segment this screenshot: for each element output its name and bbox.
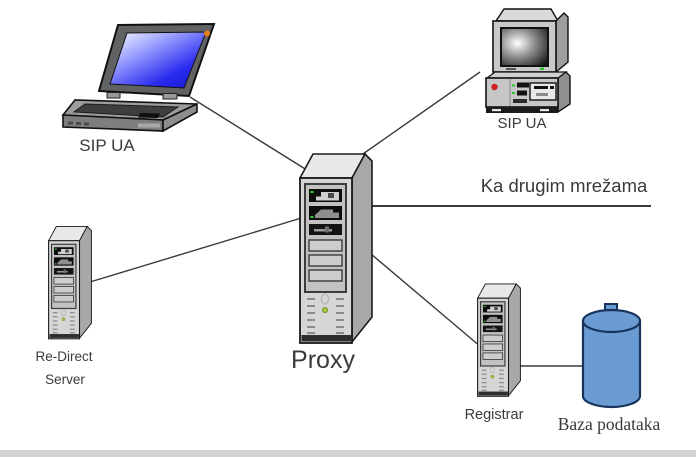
edge-laptop-proxy [189, 96, 311, 173]
laptop-label: SIP UA [79, 136, 135, 155]
monitor-led [540, 67, 544, 70]
desktop-screen [500, 27, 549, 67]
laptop-power-dot [204, 30, 210, 37]
registrar-server-icon [477, 283, 521, 397]
laptop-screen [109, 31, 207, 89]
bottom-edge-strip [0, 450, 696, 457]
redirect-label-line1: Re-Direct [35, 349, 92, 364]
edge-redirect-proxy [89, 215, 309, 283]
redirect-server-icon [48, 225, 92, 340]
proxy-label: Proxy [291, 346, 355, 374]
power-button-red [491, 83, 498, 91]
edge-proxy-registrar [357, 242, 482, 348]
proxy-server-icon [299, 153, 373, 344]
edges-layer [89, 71, 651, 367]
desktop-computer-icon [485, 8, 571, 114]
floppy-drive [529, 82, 557, 101]
redirect-label-line2: Server [45, 372, 85, 387]
database-cylinder-icon [581, 303, 642, 409]
laptop-icon [61, 22, 216, 133]
desktop-label: SIP UA [498, 115, 547, 132]
other-networks-label: Ka drugim mrežama [481, 175, 648, 196]
edge-desktop-proxy [359, 71, 481, 157]
registrar-label: Registrar [465, 407, 524, 423]
database-label: Baza podataka [558, 414, 661, 434]
